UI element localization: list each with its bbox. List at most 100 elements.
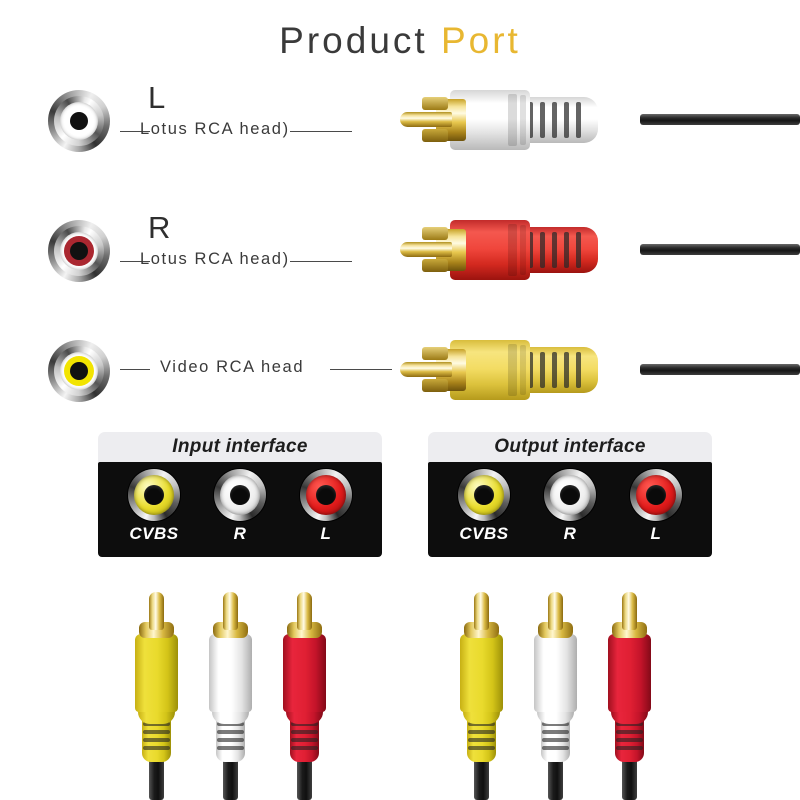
legend-row-r: R Lotus RCA head) [0, 210, 430, 292]
plug-cable [474, 752, 489, 800]
legend-dash-left [120, 261, 150, 262]
plug-center-pin [622, 592, 637, 630]
port-l[interactable]: L [293, 469, 359, 544]
plug-cable [223, 752, 238, 800]
plug-center-pin [400, 112, 452, 127]
legend-dash-right [290, 131, 352, 132]
plug-body [209, 634, 252, 712]
rca-port-icon[interactable] [458, 469, 510, 521]
legend-dash-left [120, 369, 150, 370]
rca-plug-white-vertical [204, 590, 256, 800]
port-cvbs[interactable]: CVBS [451, 469, 517, 544]
port-label: R [233, 524, 247, 543]
port-label: CVBS [459, 524, 509, 543]
rca-port-icon[interactable] [300, 469, 352, 521]
legend-label: Lotus RCA head) [140, 250, 290, 268]
plug-strain-relief [520, 97, 598, 143]
panel-header: Output interface [428, 432, 712, 462]
rca-plug-red-horizontal [400, 212, 800, 288]
plug-strain-relief [520, 227, 598, 273]
port-label: CVBS [129, 524, 179, 543]
rca-port-icon[interactable] [128, 469, 180, 521]
port-label: R [563, 524, 577, 543]
plug-ground-tab-bottom [422, 379, 448, 392]
plug-center-pin [223, 592, 238, 630]
port-cvbs[interactable]: CVBS [121, 469, 187, 544]
rca-plug-red-vertical [603, 590, 655, 800]
title-accent: Port [440, 20, 521, 61]
rca-plug-red-vertical [278, 590, 330, 800]
rca-jack-icon [48, 90, 110, 152]
legend-letter: R [148, 210, 172, 245]
plug-cable [297, 752, 312, 800]
plug-cable [149, 752, 164, 800]
plug-collar-ring-1 [508, 344, 517, 396]
jack-hole [70, 362, 88, 380]
panel-title: Input interface [172, 436, 308, 457]
rca-plug-yellow-vertical [130, 590, 182, 800]
legend-dash-right [290, 261, 352, 262]
plug-body [460, 634, 503, 712]
plug-gold-barrel [139, 622, 174, 638]
rca-plug-white-horizontal [400, 82, 800, 158]
legend-label: Lotus RCA head) [140, 120, 290, 138]
plug-body [283, 634, 326, 712]
rca-plug-yellow-vertical [455, 590, 507, 800]
plug-body [135, 634, 178, 712]
plug-body [534, 634, 577, 712]
page-title: Product Port [0, 20, 800, 62]
plug-ground-tab-top [422, 347, 448, 360]
rca-port-icon[interactable] [214, 469, 266, 521]
legend-row-l: L Lotus RCA head) [0, 80, 430, 162]
plug-ground-tab-bottom [422, 259, 448, 272]
port-r[interactable]: R [537, 469, 603, 544]
panel-body: CVBS R L [428, 462, 712, 557]
panel-title: Output interface [494, 436, 646, 457]
jack-hole [70, 242, 88, 260]
plug-collar-ring-1 [508, 224, 517, 276]
plug-center-pin [400, 242, 452, 257]
output-interface-panel: Output interface CVBS R [428, 432, 712, 557]
legend-label: Video RCA head [160, 358, 305, 376]
plug-strain-relief [520, 347, 598, 393]
port-label: L [650, 524, 662, 543]
rca-plug-white-vertical [529, 590, 581, 800]
legend-dash-left [120, 131, 150, 132]
plug-center-pin [474, 592, 489, 630]
port-hole [230, 485, 250, 505]
port-r[interactable]: R [207, 469, 273, 544]
plug-ground-tab-top [422, 97, 448, 110]
plug-center-pin [149, 592, 164, 630]
plug-gold-barrel [287, 622, 322, 638]
plug-body [608, 634, 651, 712]
plug-gold-barrel [612, 622, 647, 638]
rca-plug-yellow-horizontal [400, 332, 800, 408]
legend-row-video: Video RCA head [0, 332, 430, 412]
plug-center-pin [400, 362, 452, 377]
plug-cable [622, 752, 637, 800]
plug-gold-barrel [538, 622, 573, 638]
panel-header: Input interface [98, 432, 382, 462]
port-label: L [320, 524, 332, 543]
plug-collar-ring-1 [508, 94, 517, 146]
plug-ground-tab-top [422, 227, 448, 240]
legend-letter: L [148, 80, 167, 115]
input-interface-panel: Input interface CVBS R [98, 432, 382, 557]
port-l[interactable]: L [623, 469, 689, 544]
port-hole [144, 485, 164, 505]
input-cable-plugs [130, 590, 330, 800]
panel-body: CVBS R L [98, 462, 382, 557]
legend-dash-right [330, 369, 392, 370]
rca-port-icon[interactable] [544, 469, 596, 521]
rca-port-icon[interactable] [630, 469, 682, 521]
plug-cable [640, 364, 800, 375]
plug-collar-ring-2 [520, 345, 526, 395]
plug-ground-tab-bottom [422, 129, 448, 142]
plug-collar-ring-2 [520, 95, 526, 145]
plug-gold-barrel [213, 622, 248, 638]
rca-jack-icon [48, 220, 110, 282]
plug-center-pin [548, 592, 563, 630]
port-hole [316, 485, 336, 505]
port-hole [646, 485, 666, 505]
